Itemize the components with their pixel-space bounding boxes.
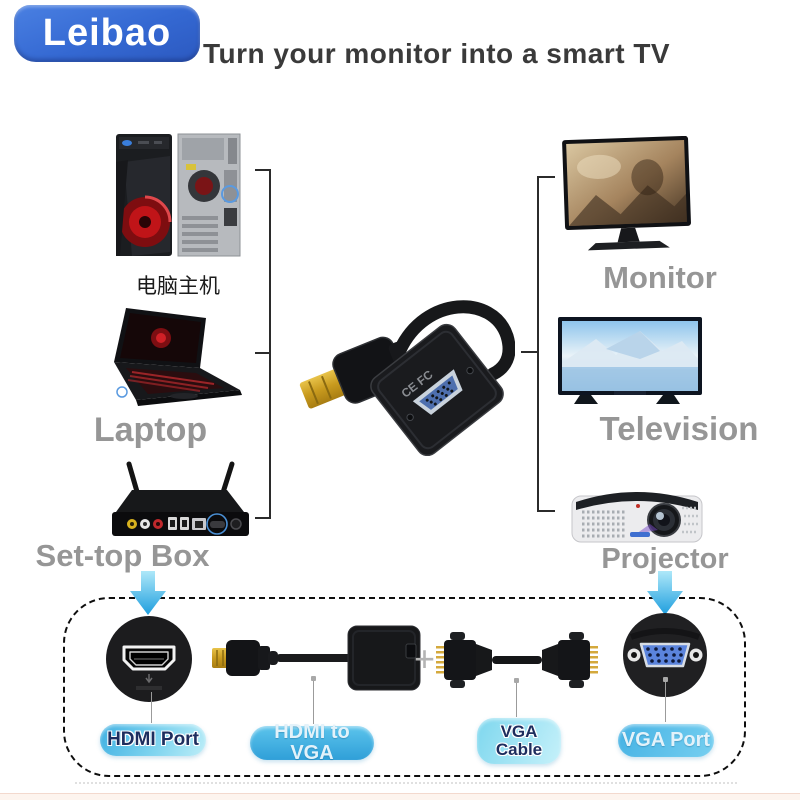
- set-top-box-photo: [112, 461, 249, 536]
- vga-port-photo: [623, 613, 707, 697]
- down-arrow-icon: [647, 571, 683, 615]
- monitor-photo: [562, 136, 691, 251]
- right-bracket-tick-top: [539, 176, 555, 178]
- television-label: Television: [599, 410, 759, 447]
- vga-port-badge: VGA Port: [618, 724, 714, 757]
- left-bracket-tick-top: [255, 169, 270, 171]
- pointer-line: [151, 692, 152, 723]
- set-top-box-label: Set-top Box: [35, 538, 210, 573]
- brand-logo: Leibao: [14, 5, 200, 62]
- pointer-line: [665, 682, 666, 722]
- laptop-label: Laptop: [93, 411, 208, 449]
- hdmi-port-photo: [106, 616, 192, 702]
- connection-panel: [63, 597, 746, 777]
- left-bracket: [269, 169, 271, 519]
- hdmi-to-vga-badge: HDMI to VGA: [250, 722, 374, 764]
- watermark-line: [75, 782, 737, 784]
- left-bracket-tick-middle: [255, 352, 270, 354]
- down-arrow-icon: [130, 571, 166, 615]
- right-bracket-tick-middle: [521, 351, 537, 353]
- right-bracket-tick-bottom: [539, 510, 555, 512]
- pointer-dot: [663, 677, 668, 682]
- pointer-line: [516, 683, 517, 717]
- pc-tower-label: 电脑主机: [136, 275, 220, 298]
- projector-photo: [571, 492, 703, 543]
- hdmi-port-badge: HDMI Port: [100, 724, 206, 756]
- vga-cable-badge: VGA Cable: [477, 718, 561, 764]
- pc-tower-photo: [116, 133, 241, 257]
- pointer-dot: [514, 678, 519, 683]
- page-title: Turn your monitor into a smart TV: [203, 38, 671, 69]
- left-bracket-tick-bottom: [255, 517, 270, 519]
- footer-strip: [0, 793, 800, 800]
- projector-label: Projector: [601, 543, 729, 575]
- pointer-line: [313, 681, 314, 724]
- hdmi-to-vga-adapter-bottom-photo: [212, 625, 421, 691]
- brand-logo-text: Leibao: [42, 12, 172, 54]
- plus-icon: +: [414, 638, 436, 679]
- vga-cable-photo: [436, 632, 598, 688]
- pointer-dot: [311, 676, 316, 681]
- hdmi-to-vga-adapter-photo: CE FC: [299, 300, 515, 456]
- right-bracket: [537, 176, 539, 512]
- monitor-label: Monitor: [603, 260, 717, 295]
- television-photo: [558, 317, 702, 404]
- laptop-photo: [114, 308, 242, 406]
